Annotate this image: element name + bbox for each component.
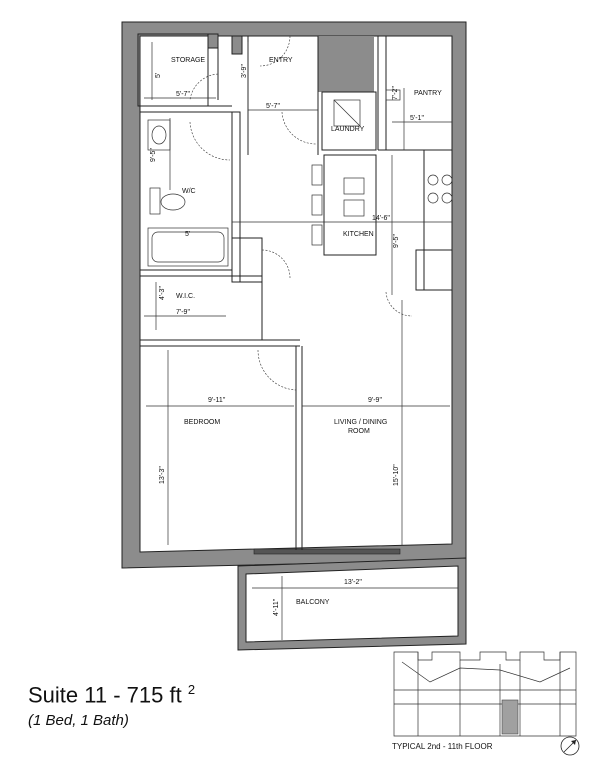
dim-living-v: 15'-10" xyxy=(393,464,400,486)
dim-kitchen-v: 9'-5" xyxy=(393,234,400,248)
dim-bedroom-v: 13'-3" xyxy=(159,466,166,484)
suite-title: Suite 11 - 715 ft 2 xyxy=(28,682,195,708)
dim-pantry-v: 7'-2" xyxy=(392,86,399,100)
room-label-laundry: LAUNDRY xyxy=(331,126,365,133)
key-plan xyxy=(393,651,577,737)
room-label-kitchen: KITCHEN xyxy=(343,231,374,238)
dim-entry-h: 5'-7" xyxy=(266,103,280,110)
exterior-walls xyxy=(121,21,467,569)
dim-kitchen-h: 14'-6" xyxy=(372,215,390,222)
room-label-pantry: PANTRY xyxy=(414,90,442,97)
dim-balcony-h: 13'-2" xyxy=(344,579,362,586)
balcony-sliding-door xyxy=(253,548,401,555)
key-plan-label: TYPICAL 2nd - 11th FLOOR xyxy=(392,742,493,751)
dim-bath-v: 9'-5" xyxy=(150,148,157,162)
entry-shaded-area xyxy=(318,36,374,92)
dimension-lines xyxy=(144,42,458,640)
dim-storage-v: 5' xyxy=(155,73,162,78)
room-label-living-line2: ROOM xyxy=(348,428,370,435)
room-label-wc: W/C xyxy=(182,188,196,195)
room-label-living-line1: LIVING / DINING xyxy=(334,419,387,426)
dim-living-h: 9'-9" xyxy=(368,397,382,404)
fixtures xyxy=(147,89,453,267)
dim-wic-h: 7'-9" xyxy=(176,309,190,316)
suite-title-superscript: 2 xyxy=(187,682,196,697)
interior-walls xyxy=(137,33,453,550)
dim-balcony-v: 4'-11" xyxy=(273,598,280,616)
key-plan-suite-highlight xyxy=(501,699,519,735)
balcony-railing xyxy=(237,557,467,651)
door-swings xyxy=(189,35,413,391)
room-label-entry: ENTRY xyxy=(269,57,293,64)
dim-wic-v: 4'-3" xyxy=(159,286,166,300)
room-label-wic: W.I.C. xyxy=(176,293,195,300)
dim-bedroom-h: 9'-11" xyxy=(208,397,226,404)
room-label-balcony: BALCONY xyxy=(296,599,330,606)
dim-tub: 5' xyxy=(185,231,190,238)
room-label-storage: STORAGE xyxy=(171,57,205,64)
suite-title-text: Suite 11 - 715 ft xyxy=(28,682,182,708)
dim-pantry-h: 5'-1" xyxy=(410,115,424,122)
dim-storage-h: 5'-7" xyxy=(176,91,190,98)
compass-icon xyxy=(560,736,580,756)
dim-entry-v: 3'-9" xyxy=(241,64,248,78)
suite-subtitle: (1 Bed, 1 Bath) xyxy=(28,712,129,729)
room-label-bedroom: BEDROOM xyxy=(184,419,220,426)
